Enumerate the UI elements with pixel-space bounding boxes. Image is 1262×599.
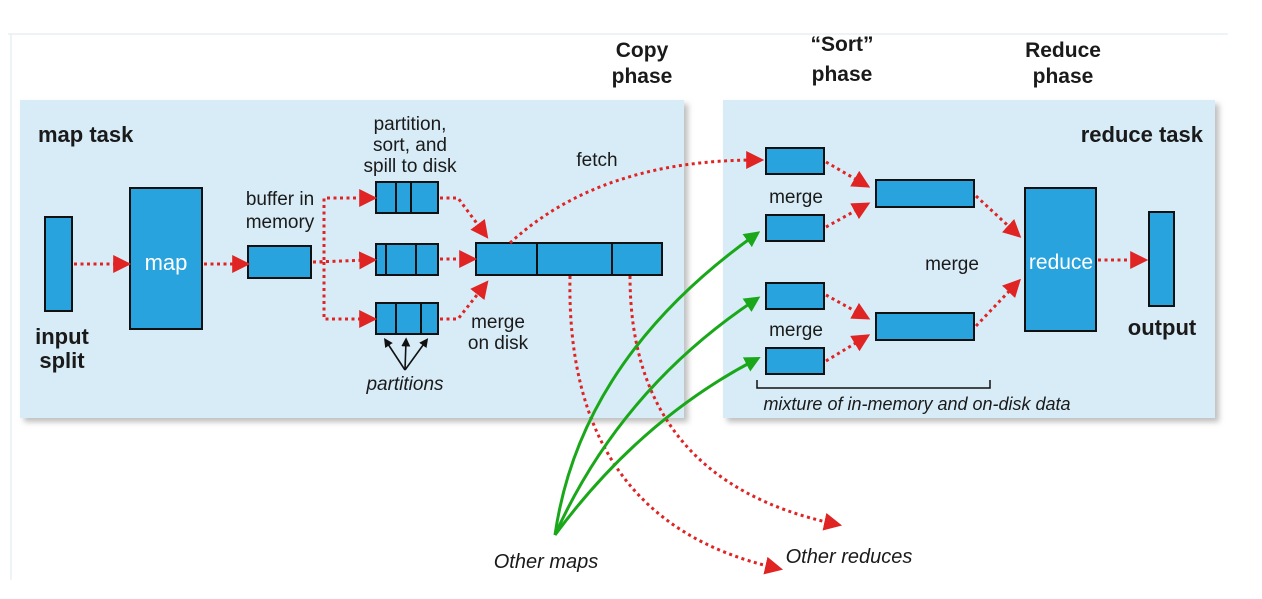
fetch-label: fetch — [576, 150, 617, 171]
merged-map-output — [475, 242, 663, 276]
reduce-box-label: reduce — [1029, 251, 1093, 274]
merged-segment-2 — [875, 312, 975, 341]
memory-buffer-box — [247, 245, 312, 279]
mixture-label: mixture of in-memory and on-disk data — [763, 394, 1070, 414]
reduce-side-data-arrows — [825, 160, 1149, 363]
merge-top-label: merge — [769, 187, 823, 208]
map-box-label: map — [145, 250, 188, 275]
partitions-pointer-arrows — [384, 337, 429, 371]
output-box — [1148, 211, 1175, 307]
other-maps-label: Other maps — [494, 551, 598, 573]
spill-file-2 — [375, 243, 439, 276]
mixture-bracket — [756, 380, 991, 389]
other-maps-fetch-arrows — [553, 231, 761, 536]
map-task-title: map task — [38, 122, 134, 147]
map-output-copy-4 — [765, 347, 825, 375]
other-reduces-label: Other reduces — [786, 546, 913, 568]
merge-center-label: merge — [925, 254, 979, 275]
input-split-box — [44, 216, 73, 312]
map-side-data-arrows — [74, 151, 843, 575]
reduce-task-title: reduce task — [1081, 122, 1204, 147]
partitions-label: partitions — [365, 374, 444, 395]
sort-phase-label: “Sort”phase — [811, 33, 874, 86]
map-output-copy-3 — [765, 282, 825, 310]
spill-file-1 — [375, 181, 439, 214]
map-output-copy-2 — [765, 214, 825, 242]
output-label: output — [1128, 315, 1197, 340]
reduce-box — [1024, 187, 1097, 332]
merge-bottom-label: merge — [769, 320, 823, 341]
merged-segment-1 — [875, 179, 975, 208]
spill-file-3 — [375, 302, 439, 335]
map-output-copy-1 — [765, 147, 825, 175]
